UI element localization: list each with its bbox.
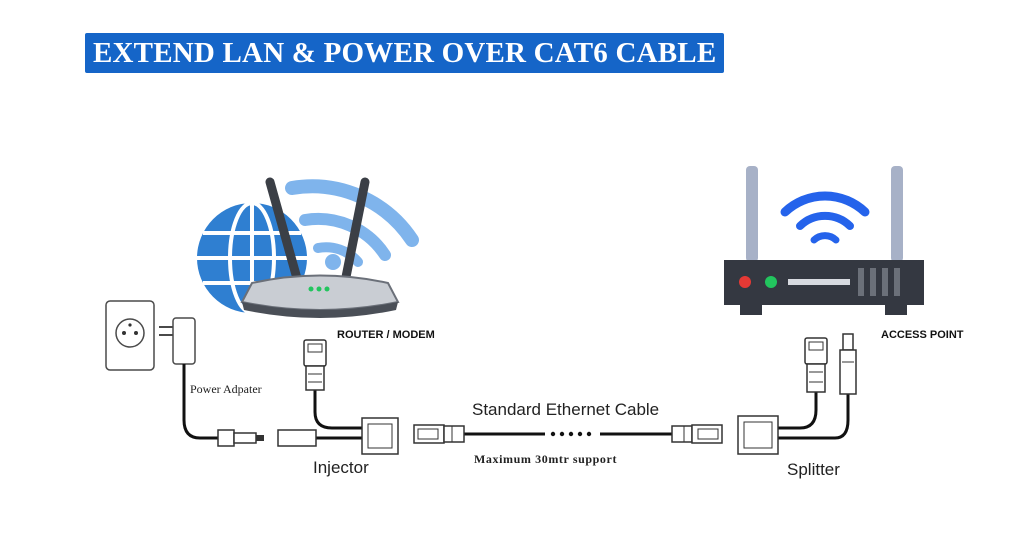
cable-label: Standard Ethernet Cable	[472, 400, 660, 419]
injector-label: Injector	[313, 458, 369, 477]
splitter-label: Splitter	[787, 460, 840, 479]
cables	[182, 364, 850, 440]
access-point-icon	[724, 166, 924, 315]
power-plug-icon	[159, 317, 196, 365]
access-point-label: ACCESS POINT	[881, 329, 964, 341]
rj45-connector-icon	[413, 424, 723, 444]
wall-socket-icon	[105, 300, 155, 371]
dc-jack-icon	[217, 429, 264, 447]
support-label: Maximum 30mtr support	[474, 452, 618, 466]
page-title: EXTEND LAN & POWER OVER CAT6 CABLE	[85, 33, 725, 73]
cable-dotted-gap	[550, 431, 592, 437]
access-point-wifi-icon	[780, 191, 870, 244]
router-icon	[240, 177, 400, 318]
injector-icon	[277, 339, 399, 455]
router-label: ROUTER / MODEM	[337, 329, 435, 341]
power-adapter-label: Power Adpater	[190, 382, 262, 396]
splitter-icon	[737, 333, 857, 455]
